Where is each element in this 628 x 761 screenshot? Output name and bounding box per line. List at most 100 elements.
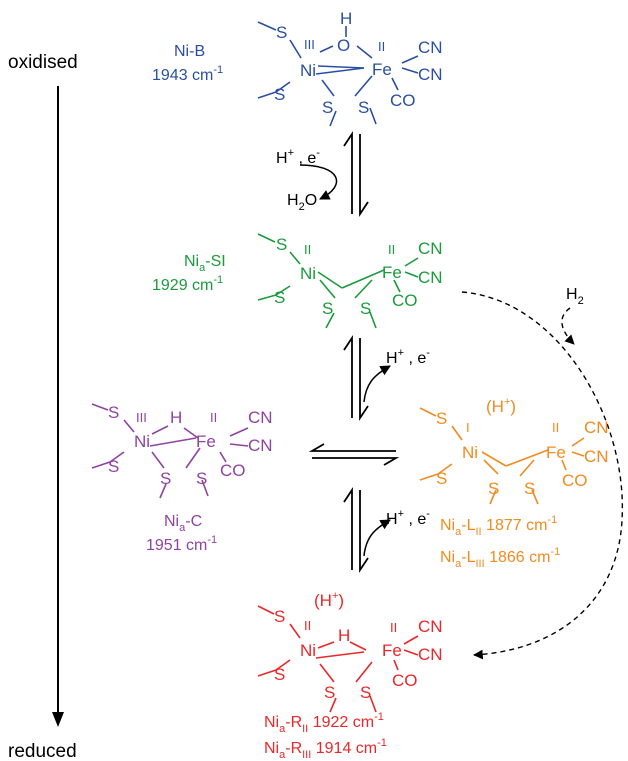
state-ni-b: S S Ni III O H II Fe CN CN CO S S Ni-B 1… — [152, 9, 443, 127]
ni-r-s4: S — [360, 683, 371, 702]
ni-r-s3: S — [324, 683, 335, 702]
ni-r-co: CO — [392, 671, 418, 690]
ni-c-fe: Fe — [196, 432, 216, 451]
state-ni-r: S S Ni II (H+) H II Fe CN CN CO S S Nia-… — [257, 590, 443, 761]
ni-b-s4: S — [358, 98, 369, 117]
ni-b-fe-ox: II — [378, 39, 385, 54]
ni-l-fe: Fe — [546, 443, 566, 462]
equilibrium-1 — [343, 131, 369, 217]
ni-si-fe-ox: II — [388, 242, 395, 257]
ni-b-name: Ni-B — [174, 43, 205, 60]
ni-b-ni: Ni — [300, 61, 316, 80]
ni-b-cn1: CN — [418, 38, 443, 57]
reduced-label: reduced — [8, 741, 77, 761]
reaction-2-reagents: H+ , e- — [386, 347, 430, 367]
ni-b-o: O — [337, 36, 350, 55]
ni-r-cn1: CN — [418, 617, 443, 636]
ni-l-s4: S — [524, 479, 535, 498]
ni-c-ni-ox: III — [136, 410, 147, 425]
h2-dashed-arc — [461, 291, 624, 660]
reaction-3: H+ , e- — [363, 508, 430, 557]
ni-si-ni-ox: II — [304, 242, 311, 257]
ni-si-ni: Ni — [300, 264, 316, 283]
ni-si-s1: S — [276, 235, 287, 254]
oxidised-label: oxidised — [8, 52, 78, 73]
ni-r-s1: S — [274, 607, 285, 626]
ni-b-co: CO — [390, 91, 416, 110]
ni-si-name: Nia-SI — [184, 253, 226, 274]
ni-b-cn2: CN — [418, 65, 443, 84]
ni-l-ii-label: Nia-LII 1877 cm-1 — [440, 514, 557, 538]
ni-c-s3: S — [160, 469, 171, 488]
ni-c-co: CO — [220, 461, 246, 480]
equilibrium-horizontal — [308, 443, 400, 466]
ni-si-cn1: CN — [418, 239, 443, 258]
ni-l-fe-ox: II — [552, 420, 559, 435]
ni-r-bonds — [257, 605, 419, 713]
ni-b-h: H — [340, 9, 352, 28]
ni-r-fe-ox: II — [390, 620, 397, 635]
reaction-2: H+ , e- — [363, 347, 430, 403]
reaction-1-water: H2O — [287, 192, 317, 213]
state-ni-c: S S Ni III H II Fe CN CN CO S S Nia-C 19… — [91, 403, 273, 554]
state-ni-l: S S Ni I (H+) II Fe CN CN CO S S Nia-LII… — [419, 396, 609, 570]
ni-r-s2: S — [274, 665, 285, 684]
ni-si-fe: Fe — [382, 263, 402, 282]
ni-c-cn1: CN — [248, 408, 273, 427]
ni-l-s2: S — [436, 469, 447, 488]
ni-si-s3: S — [322, 299, 333, 318]
ni-r-hplus: (H+) — [314, 590, 344, 610]
ni-b-s1: S — [276, 23, 287, 42]
ni-si-cn2: CN — [418, 268, 443, 287]
ni-r-iii-label: Nia-RIII 1914 cm-1 — [264, 737, 387, 761]
ni-r-ni: Ni — [300, 641, 316, 660]
ni-c-ni: Ni — [134, 432, 150, 451]
reaction-1-reagents: H+ , e- — [276, 147, 320, 167]
ni-b-bonds — [257, 21, 419, 127]
ni-c-cn2: CN — [248, 436, 273, 455]
ni-c-name: Nia-C — [164, 513, 202, 534]
ni-b-s3: S — [322, 98, 333, 117]
ni-c-freq: 1951 cm-1 — [146, 534, 217, 554]
reaction-3-reagents: H+ , e- — [386, 508, 430, 528]
ni-r-ii-label: Nia-RII 1922 cm-1 — [264, 711, 384, 735]
h2-label: H2 — [566, 286, 584, 307]
ni-r-ni-ox: II — [304, 618, 311, 633]
h2-entry-arrow — [561, 307, 575, 345]
ni-l-hplus: (H+) — [486, 396, 516, 416]
equilibrium-3 — [343, 487, 369, 573]
ni-c-bonds — [91, 403, 249, 499]
ni-b-fe: Fe — [372, 60, 392, 79]
ni-si-bonds — [257, 233, 419, 329]
ni-si-s2: S — [274, 288, 285, 307]
ni-b-s2: S — [274, 85, 285, 104]
h2-cycle: H2 — [461, 286, 624, 660]
ni-c-s2: S — [108, 457, 119, 476]
ni-b-ni-ox: III — [304, 37, 315, 52]
ni-l-co: CO — [562, 471, 588, 490]
state-ni-si: S S Ni II II Fe CN CN CO S S Nia-SI 1929… — [152, 233, 443, 329]
ni-c-s1: S — [108, 403, 119, 422]
ni-r-h: H — [338, 626, 350, 645]
ni-l-bonds — [419, 407, 585, 505]
reaction-1: H+ , e- H2O — [276, 147, 338, 213]
ni-r-cn2: CN — [418, 645, 443, 664]
redox-axis: oxidised reduced — [8, 52, 78, 761]
ni-si-co: CO — [392, 291, 418, 310]
equilibrium-2 — [343, 335, 369, 421]
ni-c-s4: S — [196, 469, 207, 488]
ni-b-freq: 1943 cm-1 — [152, 64, 223, 84]
ni-r-fe: Fe — [382, 641, 402, 660]
ni-l-s1: S — [436, 409, 447, 428]
ni-c-fe-ox: II — [210, 410, 217, 425]
ni-l-s3: S — [488, 479, 499, 498]
ni-l-iii-label: Nia-LIII 1866 cm-1 — [440, 546, 560, 570]
ni-c-h: H — [170, 408, 182, 427]
redox-axis-arrowhead — [52, 712, 64, 727]
ni-l-ni-ox: I — [466, 420, 470, 435]
ni-si-freq: 1929 cm-1 — [152, 274, 223, 294]
ni-l-ni: Ni — [462, 443, 478, 462]
ni-l-cn2: CN — [584, 447, 609, 466]
ni-l-cn1: CN — [584, 418, 609, 437]
